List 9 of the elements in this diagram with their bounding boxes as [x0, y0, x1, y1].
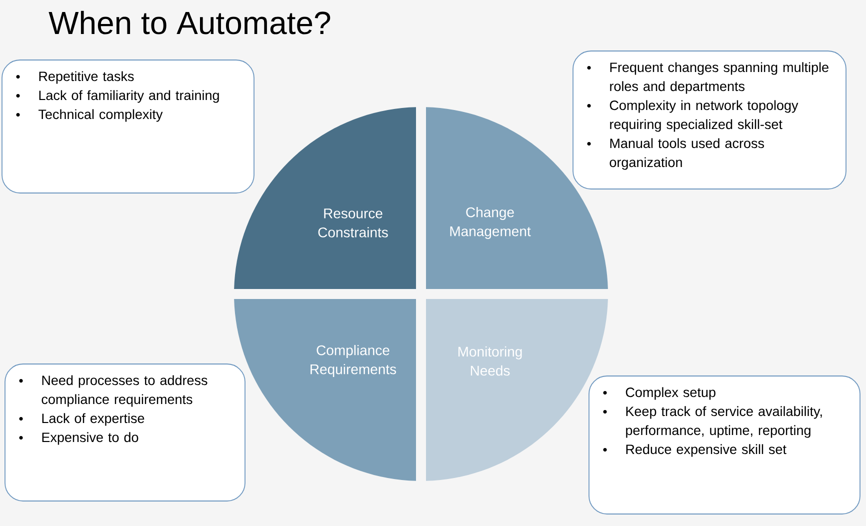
quadrant-sector: Monitoring Needs [426, 299, 608, 481]
quadrant-sector: Resource Constraints [234, 107, 416, 289]
quadrant-sector: Change Management [426, 107, 608, 289]
callout-box: Repetitive tasks Lack of familiarity and training Technical complexity [2, 60, 254, 194]
callout-box: Frequent changes spanning multiple roles and departments Complexity in network topology requiring specialized skill-set Manual tools used across organization [572, 50, 846, 190]
quadrant-sector: Compliance Requirements [234, 299, 416, 481]
callout-box: Need processes to address compliance requirements Lack of expertise Expensive to do [4, 364, 246, 502]
title: When to Automate? [48, 10, 330, 34]
callout-box: Complex setup Keep track of service availability, performance, uptime, reporting Reduce expensive skill set [588, 376, 860, 514]
